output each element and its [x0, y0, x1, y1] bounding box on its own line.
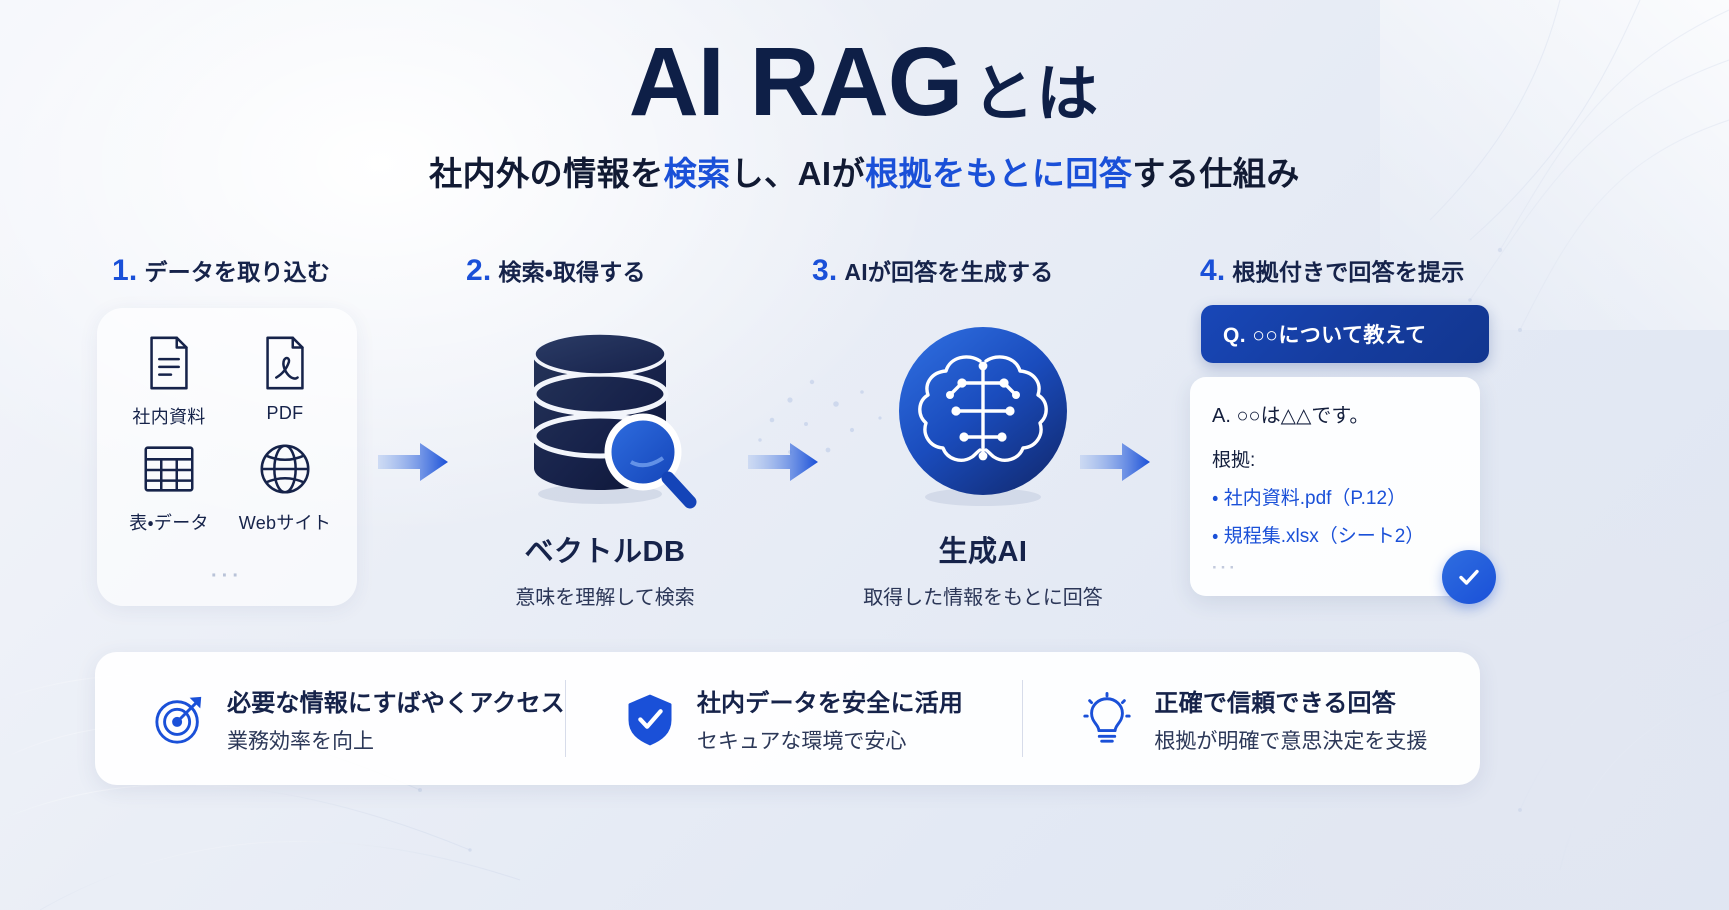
title-suffix-text: とは — [972, 60, 1101, 129]
subtitle-part-2: し、AIが — [730, 154, 866, 192]
source-item-pdf: PDF — [227, 332, 343, 438]
table-grid-icon — [144, 446, 194, 492]
vector-db-art — [470, 313, 740, 518]
source-item-internal-doc: 社内資料 — [111, 332, 227, 438]
page-subtitle: 社内外の情報を検索し、AIが根拠をもとに回答する仕組み — [0, 147, 1729, 195]
flow-arrow-2 — [748, 443, 818, 481]
step-header-3: 3.AIが回答を生成する — [812, 253, 1053, 288]
source-item-website: Webサイト — [227, 438, 343, 544]
subtitle-part-3: する仕組み — [1132, 154, 1300, 192]
title-main-text: AI RAG — [628, 27, 963, 136]
vector-db-subtitle: 意味を理解して検索 — [515, 587, 695, 609]
evidence-item-2[interactable]: ・ 規程集.xlsx（シート2） — [1212, 526, 1425, 547]
generative-ai-subtitle: 取得した情報をもとに回答 — [863, 587, 1103, 609]
generative-ai-node: 生成AI 取得した情報をもとに回答 — [838, 313, 1128, 610]
step-header-4: 4.根拠付きで回答を提示 — [1200, 253, 1464, 288]
answer-card: A. ○○は△△です。 根拠: ・ 社内資料.pdf（P.12） ・ 規程集.x… — [1190, 377, 1496, 604]
brain-circuit-icon — [899, 326, 1067, 506]
evidence-more-dots: ··· — [1212, 558, 1238, 577]
data-sources-grid: 社内資料 PDF — [97, 308, 357, 544]
vector-db-title: ベクトルDB — [524, 536, 686, 568]
evidence-item-1[interactable]: ・ 社内資料.pdf（P.12） — [1212, 488, 1407, 509]
answer-text: A. ○○は△△です。 — [1212, 405, 1370, 427]
globe-icon — [260, 444, 310, 494]
vector-db-node: ベクトルDB 意味を理解して検索 — [470, 313, 740, 610]
document-icon — [150, 336, 188, 390]
benefit-main-access: 必要な情報にすばやくアクセス — [227, 689, 565, 717]
evidence-label: 根拠: — [1212, 450, 1256, 471]
source-label-internal-doc: 社内資料 — [132, 407, 206, 427]
benefit-item-security: 社内データを安全に活用 セキュアな環境で安心 — [564, 652, 1023, 785]
subtitle-highlight-answer: 根拠をもとに回答 — [865, 154, 1133, 192]
shield-check-icon — [628, 694, 672, 745]
step-number-1: 1. — [112, 254, 138, 287]
benefit-main-accuracy: 正確で信頼できる回答 — [1154, 689, 1396, 717]
source-item-table: 表・データ — [111, 438, 227, 544]
flow-arrow-1 — [378, 443, 448, 481]
target-arrow-icon — [155, 696, 202, 744]
subtitle-part-1: 社内外の情報を — [429, 154, 664, 192]
benefit-sub-accuracy: 根拠が明確で意思決定を支援 — [1154, 729, 1428, 753]
source-label-pdf: PDF — [266, 403, 304, 423]
step-label-4: 根拠付きで回答を提示 — [1232, 259, 1465, 285]
step-number-3: 3. — [812, 254, 838, 287]
benefit-texts-access: 必要な情報にすばやくアクセス 業務効率を向上 — [227, 683, 565, 755]
benefit-item-accuracy: 正確で信頼できる回答 根拠が明確で意思決定を支援 — [1022, 652, 1480, 785]
benefits-bar: 必要な情報にすばやくアクセス 業務効率を向上 社内データを安全に活用 セキュアな… — [95, 652, 1480, 785]
answer-panel: Q. ○○について教えて A. ○○は△△です。 根拠: ・ 社内資料.pdf（… — [1190, 305, 1510, 604]
data-sources-card: 社内資料 PDF — [97, 308, 357, 606]
step-header-2: 2.検索・取得する — [466, 253, 646, 288]
source-label-website: Webサイト — [238, 513, 332, 533]
benefit-sub-security: セキュアな環境で安心 — [696, 729, 907, 753]
pdf-file-icon — [266, 336, 304, 390]
database-search-icon — [531, 330, 697, 508]
lightbulb-icon — [1083, 691, 1132, 743]
generative-ai-title: 生成AI — [938, 536, 1028, 568]
step-number-4: 4. — [1200, 254, 1226, 287]
step-label-1: データを取り込む — [144, 259, 331, 285]
benefit-main-security: 社内データを安全に活用 — [696, 689, 964, 717]
step-number-2: 2. — [466, 254, 492, 287]
source-label-table: 表・データ — [129, 513, 209, 533]
flow-arrow-3 — [1080, 443, 1150, 481]
verified-badge — [1442, 550, 1496, 604]
sources-more-dots: ··· — [211, 565, 243, 587]
question-bubble: Q. ○○について教えて — [1201, 305, 1489, 363]
generative-ai-art — [838, 313, 1128, 518]
benefit-sub-access: 業務効率を向上 — [227, 729, 374, 753]
subtitle-highlight-search: 検索 — [663, 154, 731, 192]
check-circle-icon — [1459, 569, 1479, 585]
step-label-2: 検索・取得する — [498, 259, 646, 285]
benefit-texts-accuracy: 正確で信頼できる回答 根拠が明確で意思決定を支援 — [1154, 683, 1427, 755]
step-header-1: 1.データを取り込む — [112, 253, 330, 288]
step-label-3: AIが回答を生成する — [844, 259, 1054, 285]
process-flow: 1.データを取り込む 2.検索・取得する 3.AIが回答を生成する 4.根拠付き… — [0, 243, 1729, 623]
benefit-texts-security: 社内データを安全に活用 セキュアな環境で安心 — [697, 683, 963, 755]
benefit-item-access: 必要な情報にすばやくアクセス 業務効率を向上 — [95, 652, 565, 785]
